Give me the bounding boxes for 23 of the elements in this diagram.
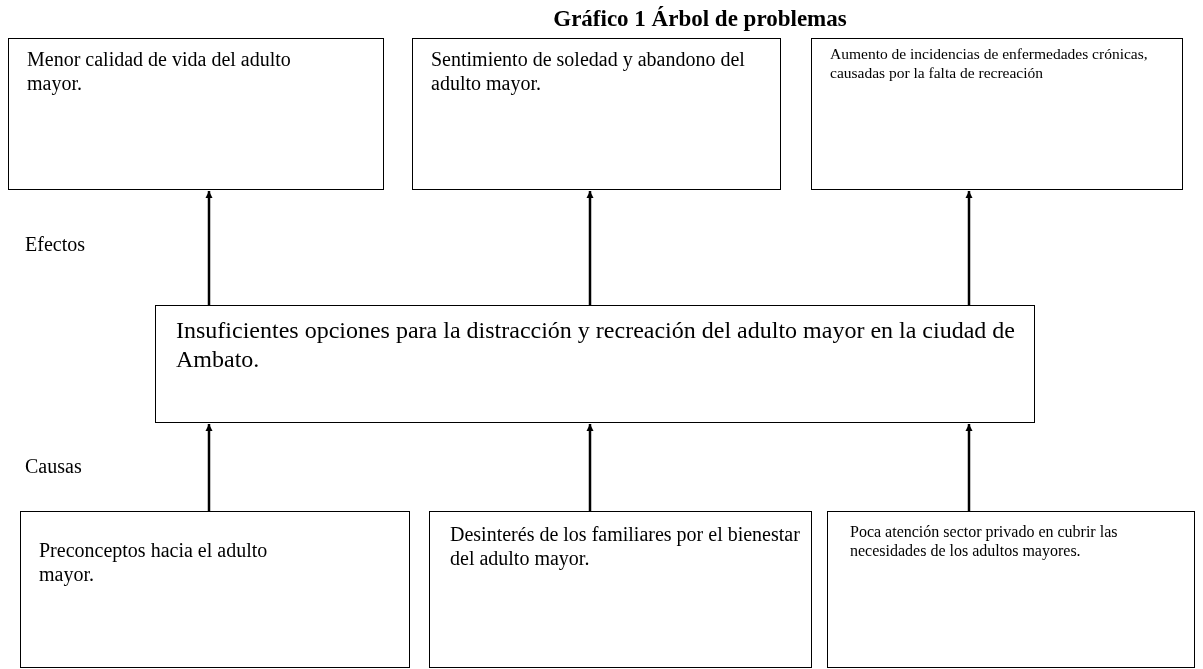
arrow: [965, 191, 973, 305]
text-box: [429, 511, 812, 668]
arrow: [965, 424, 973, 511]
box-text: Menor calidad de vida del adulto mayor.: [27, 47, 292, 95]
box-text: Desinterés de los familiares por el bienestar del adulto mayor.: [450, 522, 800, 570]
box-text: Poca atención sector privado en cubrir las necesidades de los adultos mayores.: [850, 522, 1119, 561]
arrow: [586, 191, 594, 305]
text-box: [8, 38, 384, 190]
section-label: Causas: [25, 455, 82, 478]
text-box: [827, 511, 1195, 668]
arrow: [205, 191, 213, 305]
section-label: Efectos: [25, 233, 85, 256]
box-text: Preconceptos hacia el adulto mayor.: [39, 538, 269, 586]
arrow: [205, 424, 213, 511]
text-box: [20, 511, 410, 668]
arrow: [586, 424, 594, 511]
text-box: [811, 38, 1183, 190]
text-box: [155, 305, 1035, 423]
box-text: Sentimiento de soledad y abandono del adulto mayor.: [431, 47, 746, 95]
text-box: [412, 38, 781, 190]
box-text: Insuficientes opciones para la distracción y recreación del adulto mayor en la ciudad de Ambato.: [176, 316, 1016, 374]
box-text: Aumento de incidencias de enfermedades crónicas, causadas por la falta de recreación: [830, 45, 1149, 83]
diagram-title: Gráfico 1 Árbol de problemas: [552, 6, 848, 32]
